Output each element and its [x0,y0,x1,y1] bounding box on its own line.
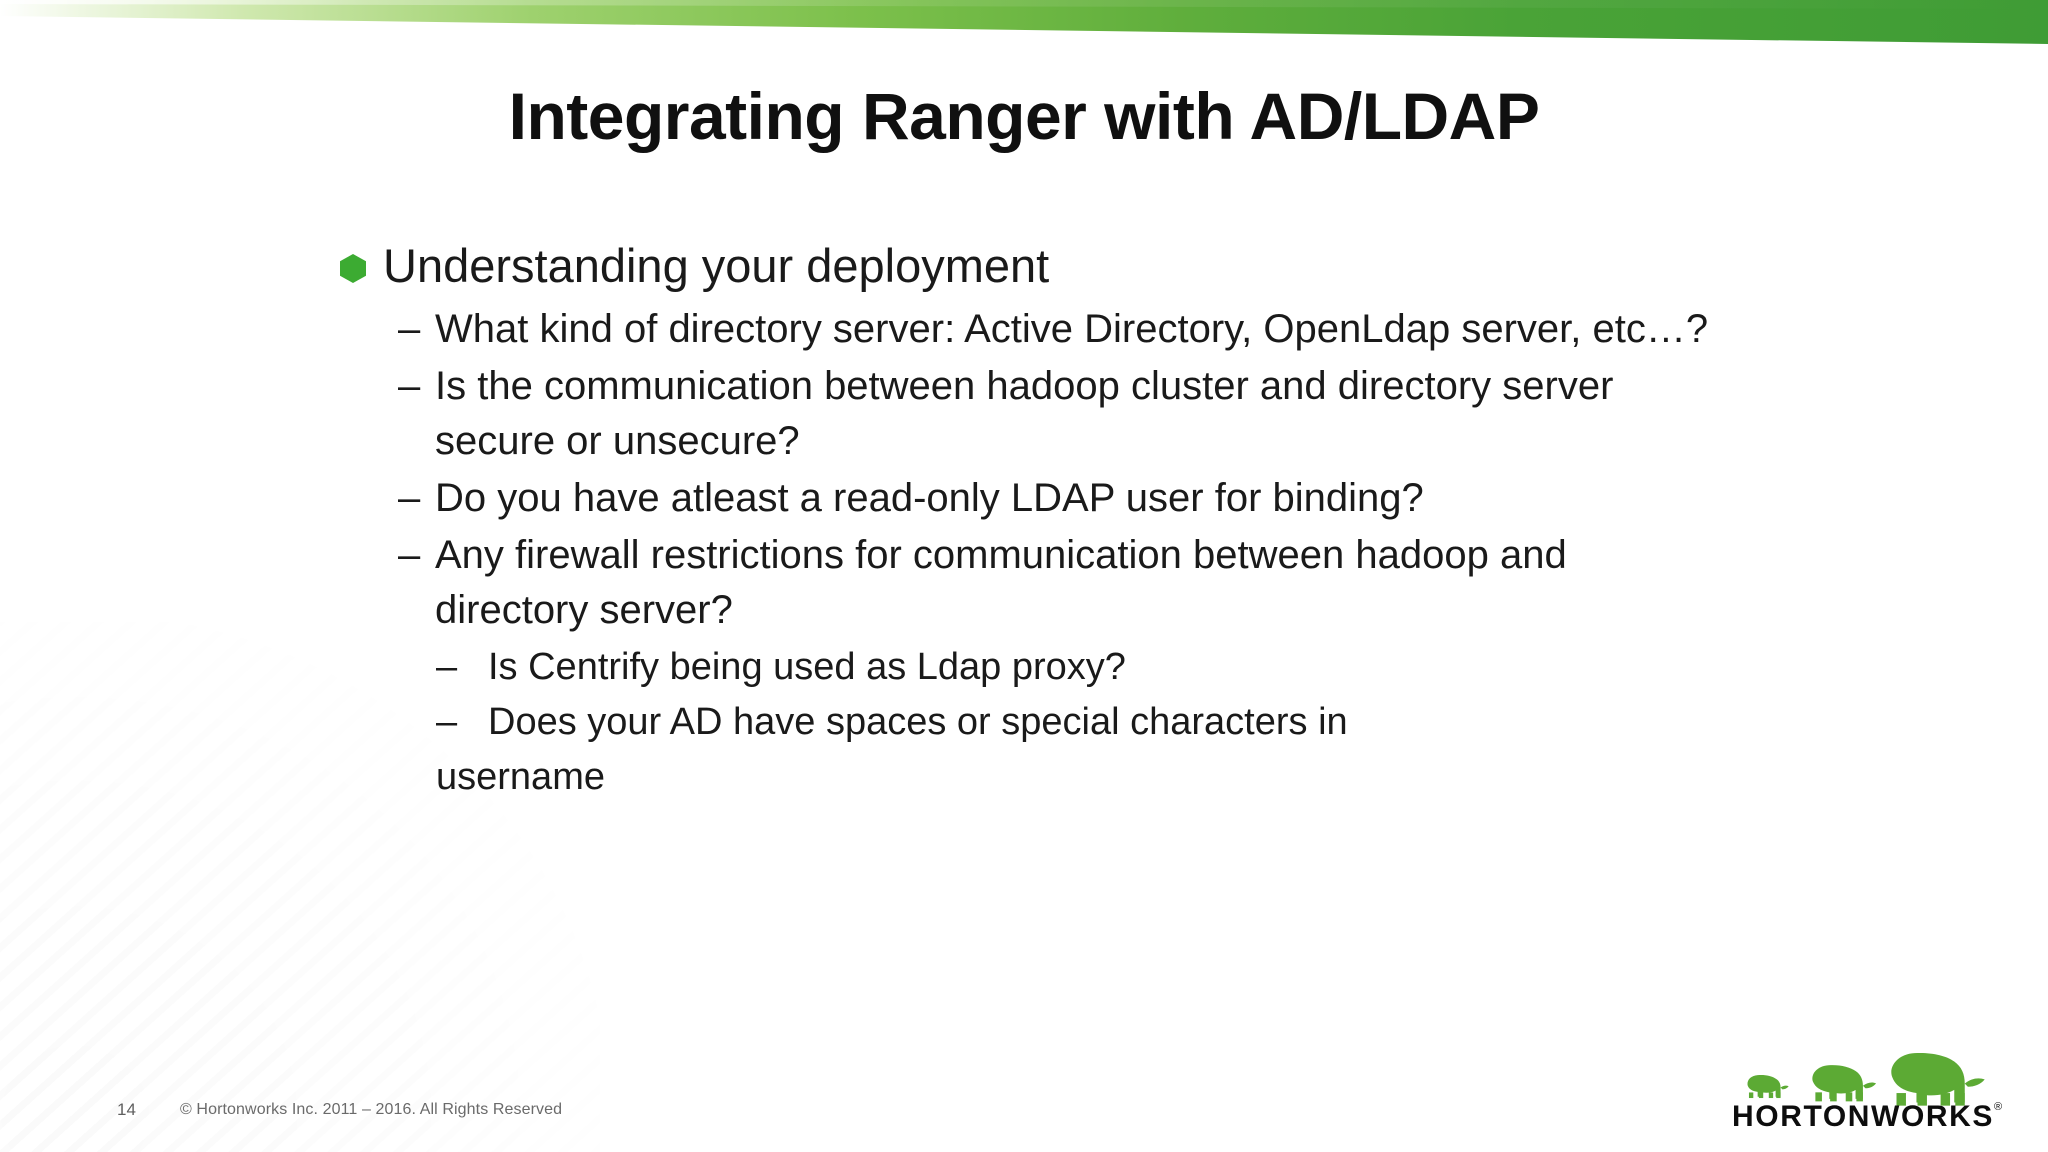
bullet-level3-label: Is Centrify being used as Ldap proxy? [488,646,1126,688]
bullet-level3-label-tail: username [436,756,605,798]
green-hexagon-bullet-icon [340,254,366,283]
bullet-level2-label: Do you have atleast a read-only LDAP use… [435,476,1424,520]
bullet-level1: Understanding your deployment [340,238,1740,294]
footer-copyright: © Hortonworks Inc. 2011 – 2016. All Righ… [180,1101,563,1118]
bullet-level3-label-head: Does your AD have spaces or special char… [488,701,1348,743]
dash-marker-icon: – [398,533,421,577]
slide-body: Understanding your deployment – What kin… [340,238,1740,805]
bullet-level1-label: Understanding your deployment [383,239,1050,292]
hortonworks-logo-icon: HORTONWORKS ® [1732,1052,2002,1133]
banner-shape-icon [0,0,2048,44]
bullet-level2: – Any firewall restrictions for communic… [398,528,1740,638]
bullet-level3-label: Does your AD have spaces or special char… [436,695,1348,805]
dash-marker-icon: – [436,701,458,743]
elephants-group-icon [1747,1052,1985,1106]
bullet-level2-label: Any firewall restrictions for communicat… [435,533,1567,632]
page-title: Integrating Ranger with AD/LDAP [508,79,1540,153]
bullet-level2: – Is the communication between hadoop cl… [398,359,1740,469]
dash-marker-icon: – [398,364,421,408]
bullet-level3: – Is Centrify being used as Ldap proxy? [436,640,1740,695]
dash-marker-icon: – [398,476,421,520]
bullet-level2-label: Is the communication between hadoop clus… [435,364,1614,463]
bullet-level3: – Does your AD have spaces or special ch… [436,695,1740,805]
logo-wordmark: HORTONWORKS [1732,1100,1994,1133]
dash-marker-icon: – [398,307,421,351]
bullet-level2: – What kind of directory server: Active … [398,302,1740,357]
logo-trademark: ® [1994,1101,2002,1113]
bullet-level2: – Do you have atleast a read-only LDAP u… [398,471,1740,526]
top-green-banner [0,0,2048,60]
bullet-level2-label: What kind of directory server: Active Di… [435,307,1709,351]
dash-marker-icon: – [436,646,458,688]
slide-page-number: 14 [117,1100,136,1119]
hortonworks-logo: HORTONWORKS ® [1730,1038,2020,1134]
